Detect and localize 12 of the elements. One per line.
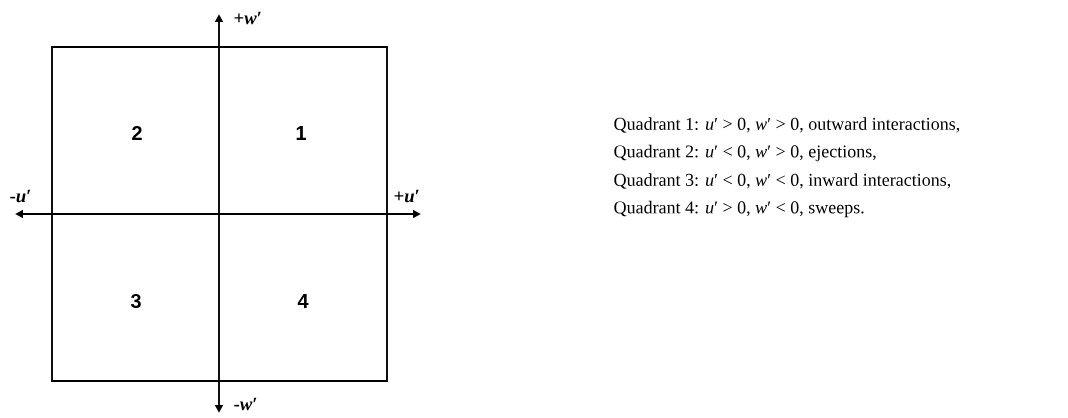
quadrant-description: Quadrant 1: u′ > 0, w′ > 0, outward interactions,: [614, 117, 960, 133]
axis-label: -u′: [10, 189, 31, 203]
quadrant-number: 1: [296, 126, 306, 140]
quadrant-description: Quadrant 2: u′ < 0, w′ > 0, ejections,: [614, 144, 876, 162]
quadrant-description: Quadrant 4: u′ > 0, w′ < 0, sweeps.: [614, 200, 864, 218]
quadrant-description: Quadrant 3: u′ < 0, w′ < 0, inward interactions,: [614, 173, 951, 189]
quadrant-number: 4: [297, 294, 309, 308]
axis-label: +u′: [394, 189, 419, 203]
quadrant-number: 3: [130, 293, 141, 309]
quadrant-number: 2: [132, 126, 142, 140]
axis-label: +w′: [234, 11, 261, 25]
axis-label: -w′: [234, 397, 257, 411]
